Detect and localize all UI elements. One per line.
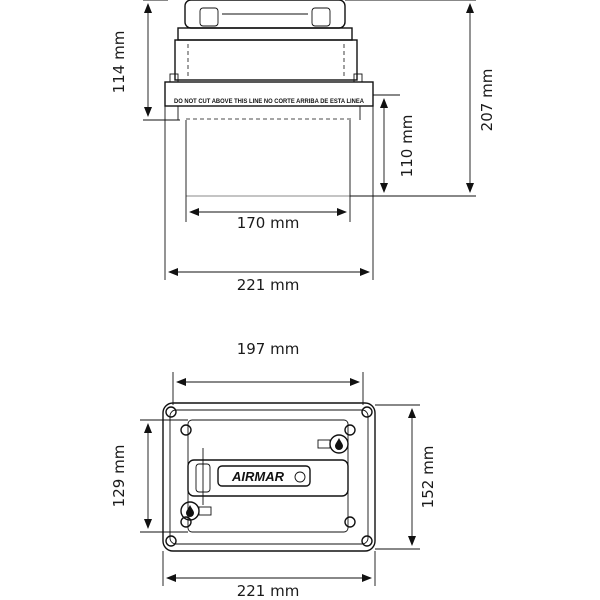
water-drop-icon-top <box>317 434 349 454</box>
top-view: 197 mm AIRMAR <box>110 340 437 600</box>
dim-197-label: 197 mm <box>237 340 300 358</box>
dim-129-label: 129 mm <box>110 445 128 508</box>
side-view: DO NOT CUT ABOVE THIS LINE NO CORTE ARRI… <box>110 0 496 294</box>
dim-197: 197 mm <box>172 340 364 405</box>
dim-152-label: 152 mm <box>419 446 437 509</box>
dim-207: 207 mm <box>345 0 496 197</box>
dim-114: 114 mm <box>110 0 180 121</box>
airmar-logo: AIRMAR <box>231 469 285 484</box>
transducer-housing <box>169 0 363 83</box>
dim-170-label: 170 mm <box>237 214 300 232</box>
dim-152: 152 mm <box>375 404 437 550</box>
sensor-body: AIRMAR <box>187 448 349 505</box>
dim-221-top: 221 mm <box>162 551 376 600</box>
dim-110-label: 110 mm <box>398 115 416 178</box>
cut-line-text: DO NOT CUT ABOVE THIS LINE NO CORTE ARRI… <box>174 99 365 105</box>
dim-114-label: 114 mm <box>110 31 128 94</box>
dim-221-top-label: 221 mm <box>237 582 300 600</box>
transducer-body <box>185 120 351 222</box>
dim-221-side-label: 221 mm <box>237 276 300 294</box>
corner-screws <box>165 406 373 547</box>
mounting-flange: DO NOT CUT ABOVE THIS LINE NO CORTE ARRI… <box>164 81 374 280</box>
dim-170: 170 mm <box>189 208 347 232</box>
water-drop-icon-bottom <box>180 501 212 521</box>
dim-221-side: 221 mm <box>168 268 370 294</box>
dim-207-label: 207 mm <box>478 69 496 132</box>
dim-129: 129 mm <box>110 419 188 533</box>
dim-110: 110 mm <box>350 94 416 197</box>
